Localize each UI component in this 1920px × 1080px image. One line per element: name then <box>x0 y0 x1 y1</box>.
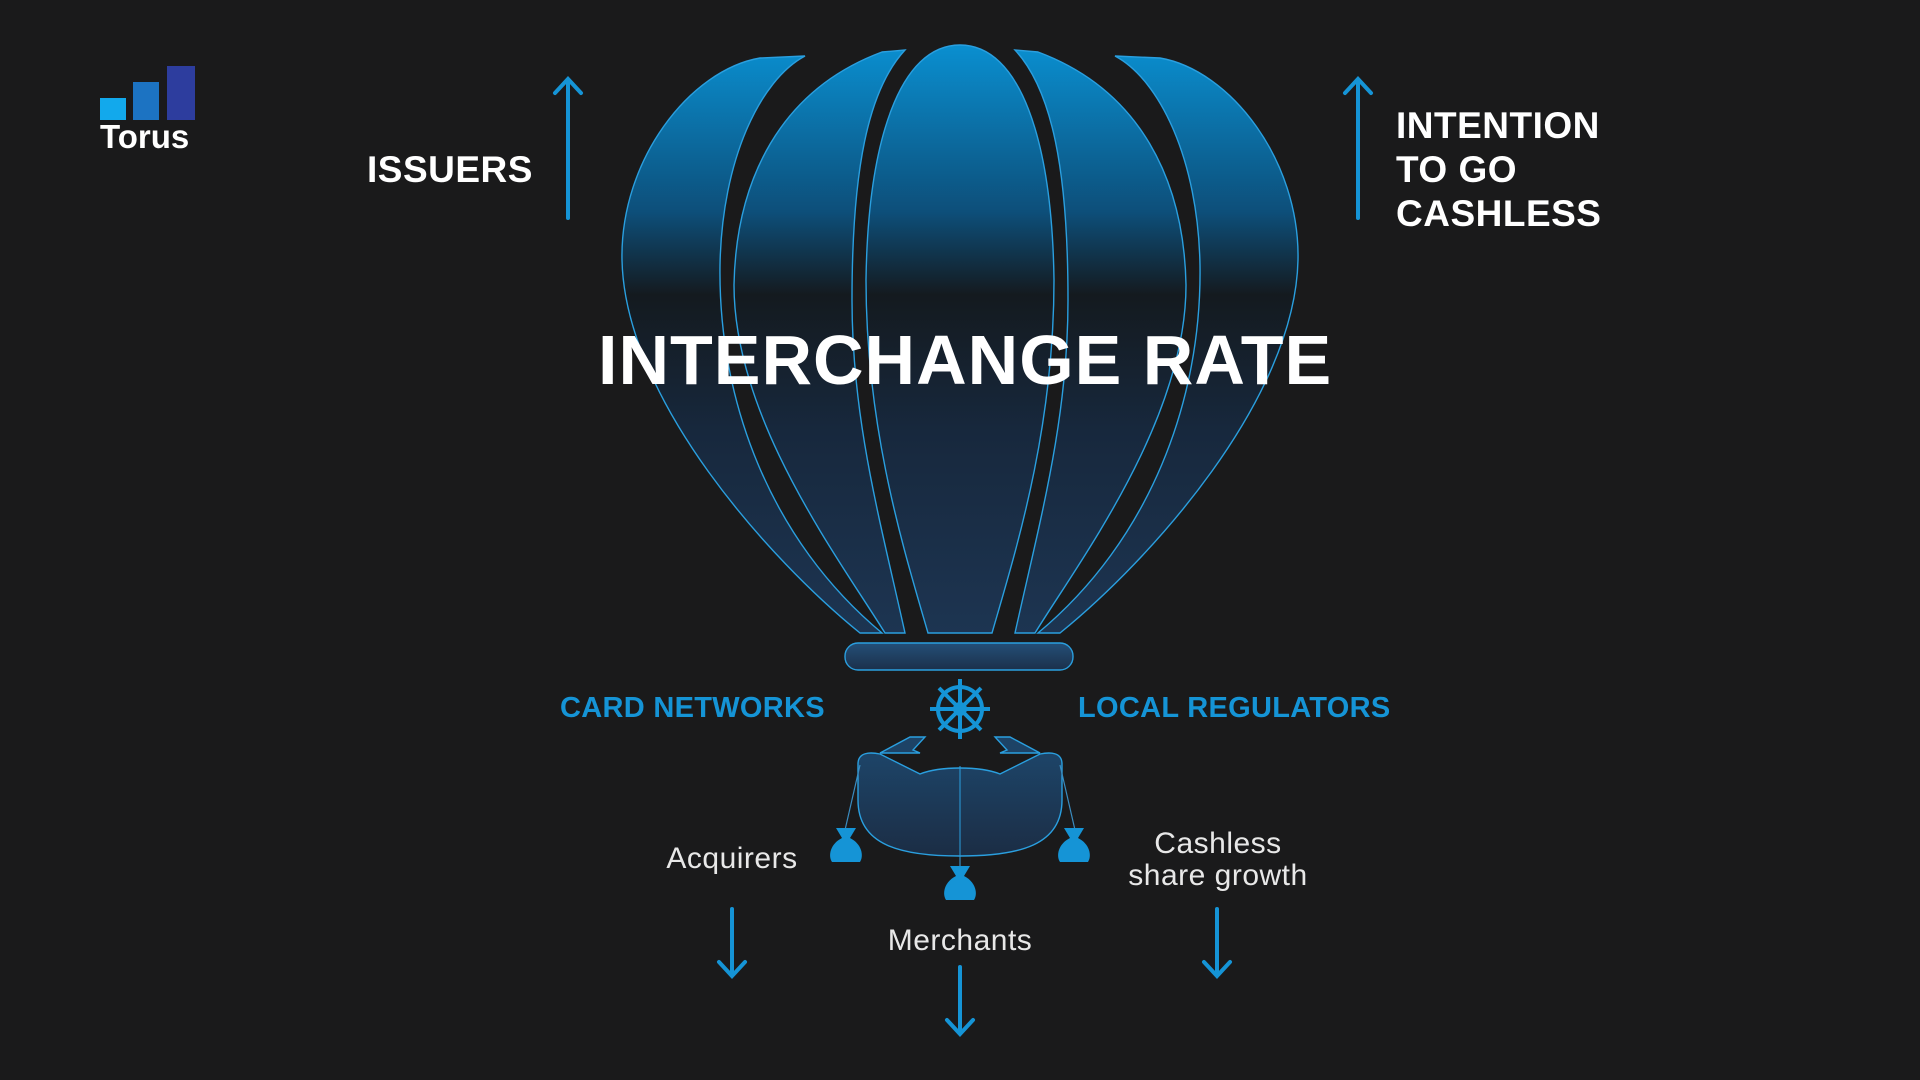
basket-handles <box>879 736 1041 754</box>
gore-3 <box>865 44 1055 634</box>
cashless-line-2: share growth <box>1128 859 1308 892</box>
page-title: INTERCHANGE RATE <box>598 321 1333 399</box>
gore-1 <box>621 55 884 634</box>
local-regulators-label: LOCAL REGULATORS <box>1078 692 1391 724</box>
up-arrow-icon <box>1343 76 1373 220</box>
balloon-ring <box>844 642 1074 671</box>
intention-line-3: CASHLESS <box>1396 193 1602 234</box>
gore-2 <box>733 49 907 634</box>
gore-5 <box>1036 55 1299 634</box>
down-arrow-icon <box>945 965 975 1037</box>
merchants-label: Merchants <box>887 924 1033 957</box>
intention-line-1: INTENTION <box>1396 105 1600 146</box>
ship-wheel-icon <box>930 679 990 739</box>
logo-bar-medium <box>133 82 159 120</box>
logo-text: Torus <box>100 118 190 155</box>
logo-bar-small <box>100 98 126 120</box>
down-arrow-icon <box>1202 907 1232 979</box>
cashless-line-1: Cashless <box>1154 827 1282 860</box>
intention-label: INTENTION TO GO CASHLESS <box>1396 104 1601 236</box>
logo-bar-large <box>167 66 195 120</box>
issuers-label: ISSUERS <box>367 149 533 190</box>
intention-line-2: TO GO <box>1396 149 1518 190</box>
cashless-share-label: Cashless share growth <box>1108 828 1328 892</box>
balloon-envelope <box>621 44 1299 634</box>
money-bag-icon <box>830 828 862 862</box>
acquirers-label: Acquirers <box>666 842 798 875</box>
gore-4 <box>1013 49 1187 634</box>
up-arrow-icon <box>553 76 583 220</box>
card-networks-label: CARD NETWORKS <box>560 692 825 724</box>
down-arrow-icon <box>717 907 747 979</box>
money-bag-icon <box>944 866 976 900</box>
money-bag-icon <box>1058 828 1090 862</box>
